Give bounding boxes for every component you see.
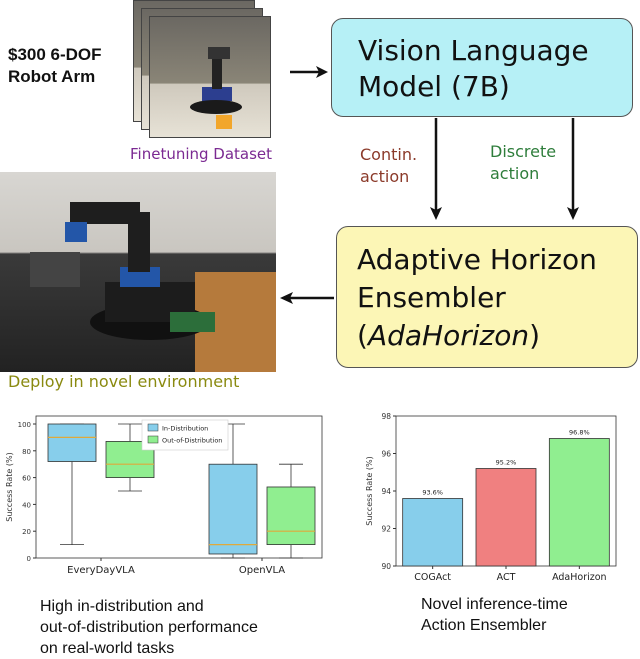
bar-value-label: 95.2% (496, 459, 517, 467)
discrete-action-label: Discrete action (490, 141, 556, 185)
y-tick-label: 96 (381, 450, 391, 459)
box-in-dist (47, 423, 97, 462)
y-tick-label: 90 (381, 562, 391, 571)
y-tick-label: 100 (18, 421, 31, 429)
left-caption-line2: out-of-distribution performance (40, 619, 258, 636)
x-tick-label: ACT (497, 572, 516, 583)
bar-act (475, 468, 537, 567)
bar-cogact (402, 498, 464, 567)
vlm-title: Vision Language Model (7B) (358, 33, 589, 105)
x-tick-label: OpenVLA (239, 565, 285, 576)
contin-line2: action (360, 167, 410, 186)
arrowhead-left (280, 292, 293, 304)
y-tick-label: 40 (22, 501, 31, 509)
y-axis-label: Success Rate (%) (365, 456, 374, 525)
deployed-robot-photo (0, 172, 276, 372)
bar-value-label: 96.8% (569, 429, 590, 437)
hardware-line1: $300 6-DOF (8, 45, 102, 64)
robot-arm-thumbnail (190, 47, 242, 129)
flow-arrows (280, 66, 579, 304)
discrete-line1: Discrete (490, 142, 557, 161)
x-tick-label: EveryDayVLA (67, 565, 135, 576)
right-caption: Novel inference-time Action Ensembler (421, 594, 568, 636)
right-caption-line1: Novel inference-time (421, 596, 568, 613)
x-tick-label: AdaHorizon (552, 572, 607, 583)
y-tick-label: 80 (22, 448, 31, 456)
finetuning-dataset-label: Finetuning Dataset (130, 145, 273, 163)
adaptive-horizon-ensembler-box: Adaptive Horizon Ensembler (AdaHorizon) (336, 226, 638, 368)
robot-arm-illustration (30, 202, 276, 372)
ensembler-line1: Adaptive Horizon (357, 243, 597, 276)
y-tick-label: 94 (381, 487, 391, 496)
arrowhead-right (316, 66, 328, 78)
box-in-dist (208, 463, 258, 555)
x-tick-label: COGAct (414, 572, 451, 583)
hardware-label: $300 6-DOF Robot Arm (8, 44, 102, 88)
y-tick-label: 20 (22, 528, 31, 536)
plot-frame (35, 415, 323, 559)
ensembler-italic-name: AdaHorizon (367, 319, 530, 352)
legend-swatch (147, 423, 159, 432)
finetuning-dataset-photos (133, 0, 273, 140)
y-tick-label: 92 (381, 525, 391, 534)
arrowhead-down-discrete (567, 207, 579, 220)
ensembler-paren-close: ) (529, 319, 541, 352)
vision-language-model-box: Vision Language Model (7B) (331, 18, 633, 117)
vlm-line1: Vision Language (358, 34, 589, 67)
box-out-dist (266, 486, 316, 546)
bar-value-label: 93.6% (422, 489, 443, 497)
contin-line1: Contin. (360, 145, 418, 164)
legend-label: Out-of-Distribution (162, 437, 222, 445)
left-caption: High in-distribution and out-of-distribu… (40, 596, 258, 659)
hardware-line2: Robot Arm (8, 67, 96, 86)
deploy-label: Deploy in novel environment (8, 372, 240, 391)
y-tick-label: 60 (22, 475, 31, 483)
discrete-line2: action (490, 164, 540, 183)
ensembler-title: Adaptive Horizon Ensembler (AdaHorizon) (357, 241, 597, 355)
vlm-line2: Model (7B) (358, 70, 510, 103)
legend-swatch (147, 435, 159, 444)
right-caption-line2: Action Ensembler (421, 617, 547, 634)
left-caption-line1: High in-distribution and (40, 598, 204, 615)
ensembler-line3: (AdaHorizon) (357, 317, 597, 355)
legend-label: In-Distribution (162, 425, 208, 433)
dataset-photo-front (149, 16, 271, 138)
continuous-action-label: Contin. action (360, 144, 417, 188)
y-tick-label: 0 (27, 555, 31, 563)
y-tick-label: 98 (381, 412, 391, 421)
left-caption-line3: on real-world tasks (40, 640, 175, 657)
ensembler-line2: Ensembler (357, 281, 506, 314)
bar-adahorizon (548, 438, 610, 567)
y-axis-label: Success Rate (%) (5, 452, 14, 521)
ensembler-paren-open: ( (357, 319, 368, 352)
arrowhead-down-contin (430, 207, 442, 220)
